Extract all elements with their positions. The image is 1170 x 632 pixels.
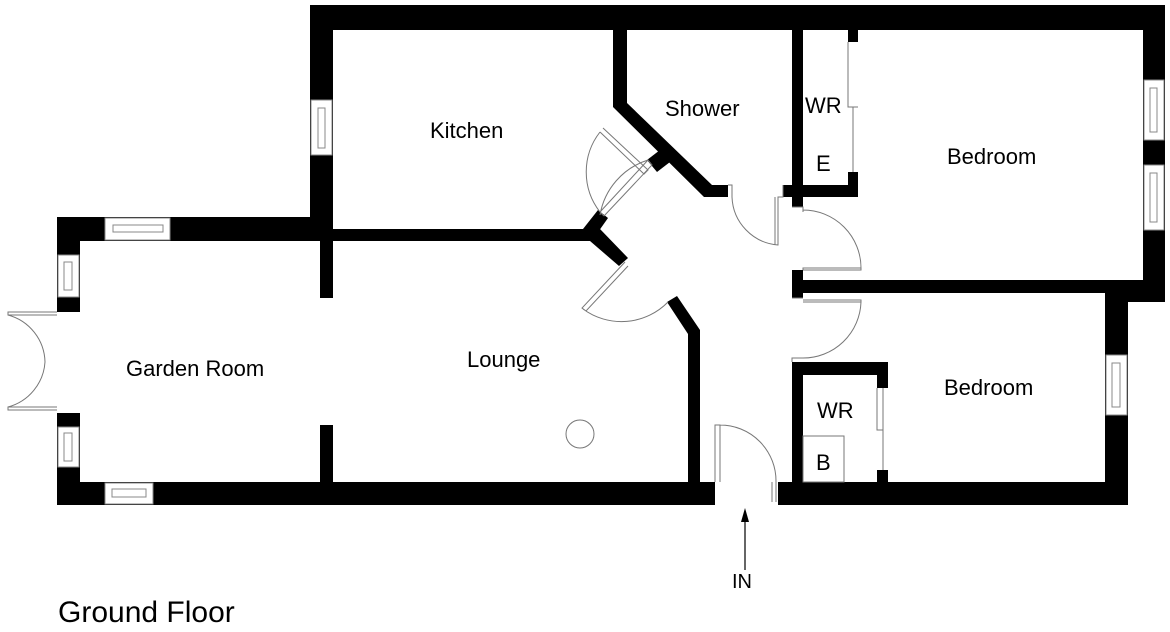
wall-bottom-right: [778, 482, 1128, 505]
wall-lounge-top: [333, 229, 595, 241]
room-label-wardrobe-top: WR: [805, 93, 842, 118]
wall-wr2-top: [792, 362, 888, 375]
window-pane: [112, 224, 164, 233]
fixture-circle: [565, 419, 595, 449]
boiler-cupboard-outline: [802, 435, 845, 483]
wall-hall-stub: [792, 270, 803, 298]
room-label-bedroom-bottom: Bedroom: [944, 375, 1034, 400]
walls: [57, 5, 1165, 505]
wardrobe-doors-bottom[interactable]: [876, 388, 884, 470]
wall-wr2-left: [792, 362, 803, 505]
entrance-arrow-icon: [741, 508, 749, 570]
door-bedroom-lower[interactable]: [791, 297, 862, 362]
wall-stub-kitchen: [647, 150, 670, 172]
room-label-lounge: Lounge: [467, 347, 541, 372]
wardrobe-doors-top[interactable]: [847, 42, 858, 172]
wall-junction-up: [583, 210, 608, 235]
wall-junction-down: [590, 229, 628, 266]
windows: [57, 79, 1165, 505]
window-pane: [1149, 87, 1158, 133]
divider-upper: [320, 235, 333, 298]
wall-wr2-right-bottom: [877, 470, 888, 485]
room-label-shower: Shower: [665, 96, 740, 121]
door-bedroom-upper[interactable]: [792, 206, 862, 271]
window-pane: [1111, 362, 1121, 408]
window-pane: [1149, 172, 1158, 223]
room-label-kitchen: Kitchen: [430, 118, 504, 143]
wall-kitchen-shower: [613, 30, 728, 197]
wall-garden-top: [57, 217, 333, 241]
wall-wr-bottom: [783, 185, 858, 197]
wall-lounge-right: [667, 296, 700, 485]
door-entrance[interactable]: [714, 424, 777, 502]
wall-top: [310, 5, 1165, 30]
wall-bottom-left: [57, 482, 715, 505]
door-garden[interactable]: [7, 311, 57, 411]
window-pane: [63, 432, 73, 462]
doors: [7, 42, 884, 502]
room-label-b: B: [816, 450, 831, 475]
room-label-wardrobe-bottom: WR: [817, 398, 854, 423]
wall-shower-right: [792, 30, 803, 207]
wall-wr-right-bottom: [848, 172, 858, 197]
door-kitchen[interactable]: [599, 159, 653, 217]
door-lounge[interactable]: [581, 261, 669, 323]
room-label-e: E: [816, 151, 831, 176]
entrance-label: IN: [732, 571, 752, 593]
window-pane: [63, 261, 73, 291]
window-pane: [111, 488, 147, 498]
room-label-bedroom-top: Bedroom: [947, 144, 1037, 169]
room-label-garden-room: Garden Room: [126, 356, 265, 381]
divider-lower: [320, 425, 333, 485]
wall-wr2-right-top: [877, 362, 888, 388]
wall-bedroom-bottom: [803, 280, 1165, 293]
window-kitchen-pane: [317, 107, 326, 149]
door-shower[interactable]: [728, 184, 784, 246]
wall-bedroom-right: [1143, 5, 1165, 302]
floor-title: Ground Floor: [58, 596, 235, 629]
door-kitchen-swing[interactable]: [585, 127, 649, 213]
wall-wr-right-top: [848, 30, 858, 42]
